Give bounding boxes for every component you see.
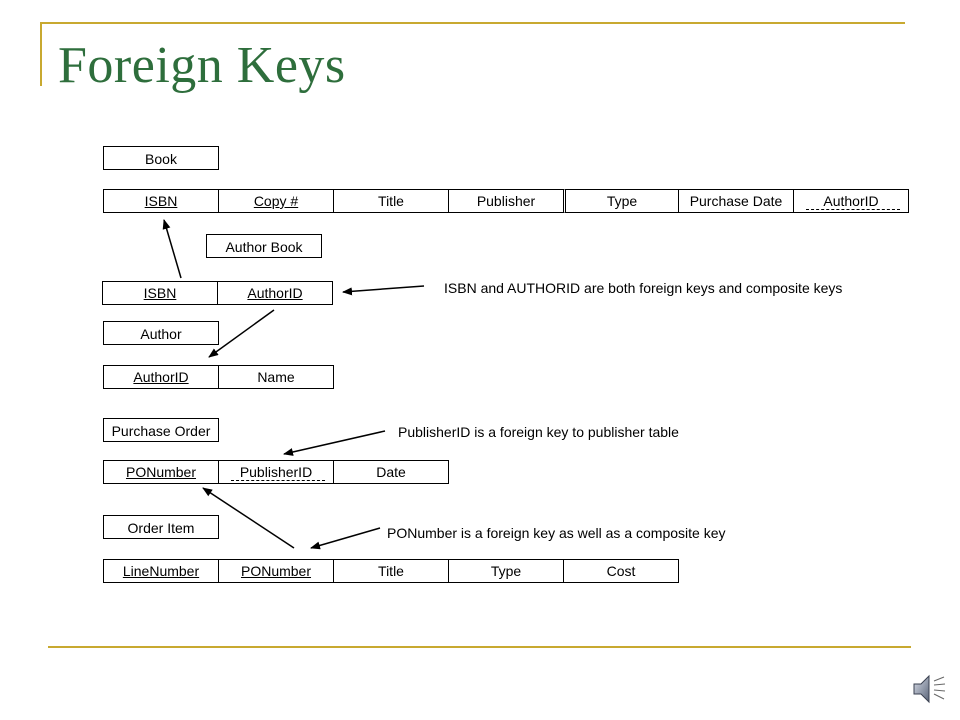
left-rule [40, 22, 42, 86]
arrow-note-to-publisherid [283, 430, 386, 456]
author-book-table-row: ISBN AuthorID [102, 281, 333, 305]
order-item-col-linenumber: LineNumber [103, 559, 219, 583]
author-col-name: Name [218, 365, 334, 389]
author-book-col-isbn: ISBN [102, 281, 218, 305]
arrow-note-to-authorbook [342, 285, 425, 296]
order-item-table-row: LineNumber PONumber Title Type Cost [103, 559, 679, 583]
purchase-order-col-ponumber: PONumber [103, 460, 219, 484]
arrow-note-to-orderitem [310, 527, 381, 550]
purchase-order-col-publisherid: PublisherID [218, 460, 334, 484]
book-col-title: Title [333, 189, 449, 213]
author-table-row: AuthorID Name [103, 365, 334, 389]
book-col-type: Type [565, 189, 679, 213]
purchase-order-table-label: Purchase Order [103, 418, 219, 442]
author-table-label: Author [103, 321, 219, 345]
author-book-table-label: Author Book [206, 234, 322, 258]
book-table-row: ISBN Copy # Title Publisher Type Purchas… [103, 189, 909, 213]
book-col-purchase-date: Purchase Date [678, 189, 794, 213]
purchase-order-col-date: Date [333, 460, 449, 484]
arrow-authorbook-isbn-to-book [162, 219, 182, 279]
author-book-col-authorid: AuthorID [217, 281, 333, 305]
book-col-authorid: AuthorID [793, 189, 909, 213]
book-col-publisher: Publisher [448, 189, 566, 213]
top-rule [40, 22, 905, 24]
purchase-order-table-row: PONumber PublisherID Date [103, 460, 449, 484]
arrow-orderitem-ponumber-to-purchaseorder [202, 487, 295, 549]
order-item-table-label: Order Item [103, 515, 219, 539]
author-book-note: ISBN and AUTHORID are both foreign keys … [444, 280, 843, 296]
arrow-authorbook-to-author [208, 309, 275, 358]
author-col-authorid: AuthorID [103, 365, 219, 389]
book-table-label: Book [103, 146, 219, 170]
slide-title: Foreign Keys [58, 37, 346, 94]
order-item-col-cost: Cost [563, 559, 679, 583]
speaker-icon[interactable] [912, 672, 948, 706]
order-item-col-title: Title [333, 559, 449, 583]
purchase-order-note: PublisherID is a foreign key to publishe… [398, 424, 679, 440]
bottom-rule [48, 646, 911, 648]
order-item-note: PONumber is a foreign key as well as a c… [387, 525, 726, 541]
book-col-copy: Copy # [218, 189, 334, 213]
